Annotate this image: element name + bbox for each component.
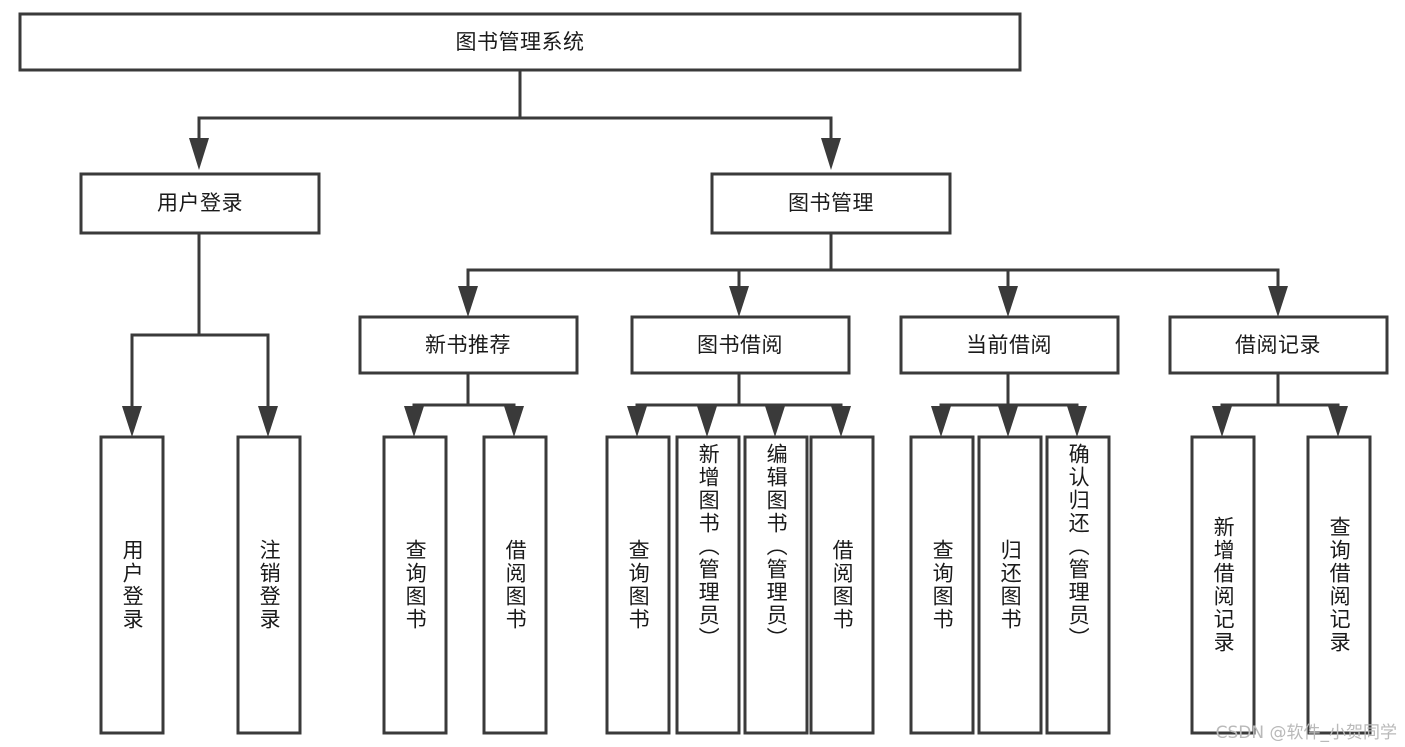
node-current-borrow-label: 当前借阅: [966, 333, 1052, 357]
connector-group-borrow-record: [1212, 373, 1348, 437]
node-book-borrow-label: 图书借阅: [697, 333, 783, 357]
node-root-label: 图书管理系统: [456, 30, 585, 54]
node-leaf-confirm-return[interactable]: [1045, 435, 1111, 735]
node-leaf-borrow-book-1[interactable]: [482, 435, 548, 735]
arrow-head-icon: [765, 406, 785, 437]
connector-group-book-borrow: [627, 371, 851, 437]
node-leaf-add-book[interactable]: [675, 435, 741, 735]
connector-group-book-management: [458, 231, 1288, 317]
node-leaf-query-book-2[interactable]: [605, 435, 671, 735]
node-user-login[interactable]: [79, 172, 321, 235]
node-leaf-add-record[interactable]: [1190, 435, 1256, 735]
arrow-head-icon: [404, 406, 424, 437]
arrow-head-icon: [831, 406, 851, 437]
arrow-head-icon: [504, 406, 524, 437]
node-leaf-query-book-1[interactable]: [382, 435, 448, 735]
arrow-head-icon: [931, 406, 951, 437]
node-user-login-label: 用户登录: [157, 191, 243, 215]
node-leaf-user-login[interactable]: [99, 435, 165, 735]
arrow-head-icon: [697, 406, 717, 437]
arrow-head-icon: [729, 286, 749, 317]
arrow-head-icon: [821, 138, 841, 170]
arrow-head-icon: [258, 406, 278, 437]
node-book-management[interactable]: [710, 172, 952, 235]
node-book-borrow[interactable]: [630, 315, 851, 375]
node-current-borrow[interactable]: [899, 315, 1120, 375]
connector-group-current-borrow: [931, 371, 1087, 437]
connector-group-new-book-recommend: [404, 371, 524, 437]
arrow-head-icon: [1268, 286, 1288, 317]
node-book-management-label: 图书管理: [788, 191, 874, 215]
node-leaf-borrow-book-2[interactable]: [809, 435, 875, 735]
node-new-book-recommend-label: 新书推荐: [425, 333, 511, 357]
arrow-head-icon: [458, 286, 478, 317]
csdn-watermark: CSDN @软件_小贺同学: [1215, 723, 1397, 743]
node-leaf-query-book-3[interactable]: [909, 435, 975, 735]
node-new-book-recommend[interactable]: [358, 315, 579, 375]
node-leaf-edit-book[interactable]: [743, 435, 809, 735]
node-leaf-user-logout[interactable]: [236, 435, 302, 735]
node-borrow-record-label: 借阅记录: [1235, 333, 1321, 357]
node-borrow-record[interactable]: [1168, 315, 1389, 375]
node-root[interactable]: [18, 12, 1022, 72]
arrow-head-icon: [122, 406, 142, 437]
node-leaf-return-book[interactable]: [977, 435, 1043, 735]
arrow-head-icon: [998, 406, 1018, 437]
arrow-head-icon: [189, 138, 209, 170]
arrow-head-icon: [1328, 406, 1348, 437]
arrow-head-icon: [1067, 406, 1087, 437]
connector-group-user-login: [122, 231, 278, 437]
arrow-head-icon: [627, 406, 647, 437]
arrow-head-icon: [998, 286, 1018, 317]
connector-group-root: [189, 68, 841, 170]
node-leaf-query-record[interactable]: [1306, 435, 1372, 735]
arrow-head-icon: [1212, 406, 1232, 437]
